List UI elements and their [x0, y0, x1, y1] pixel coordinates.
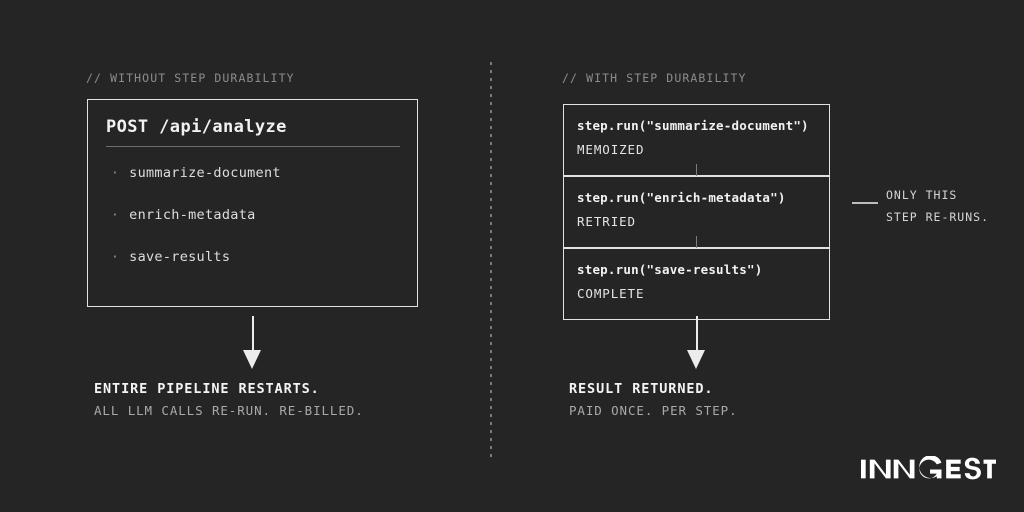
bullet-icon: · — [111, 250, 120, 265]
vertical-dotted-divider — [490, 62, 492, 462]
list-item-label: summarize-document — [129, 165, 281, 181]
step-connector — [696, 164, 698, 176]
step-status-label: MEMOIZED — [577, 142, 645, 157]
bullet-icon: · — [111, 208, 120, 223]
outcome-headline-left: ENTIRE PIPELINE RESTARTS. — [94, 381, 320, 397]
down-arrow-icon — [685, 316, 709, 370]
step-card: step.run("enrich-metadata") RETRIED — [563, 176, 830, 248]
inngest-logo — [861, 456, 996, 480]
section-header-without-durability: // WITHOUT STEP DURABILITY — [86, 71, 295, 85]
monolith-request-card — [87, 99, 418, 307]
step-call-label: step.run("summarize-document") — [577, 118, 809, 133]
step-status-label: COMPLETE — [577, 286, 645, 301]
list-item: · save-results — [111, 249, 230, 265]
callout-text-line: ONLY THIS — [886, 188, 958, 202]
monolith-endpoint-title: POST /api/analyze — [106, 117, 287, 137]
step-card: step.run("save-results") COMPLETE — [563, 248, 830, 320]
list-item: · enrich-metadata — [111, 207, 256, 223]
bullet-icon: · — [111, 166, 120, 181]
list-item-label: enrich-metadata — [129, 207, 256, 223]
outcome-subtext-right: PAID ONCE. PER STEP. — [569, 403, 738, 418]
down-arrow-icon — [241, 316, 265, 370]
step-call-label: step.run("save-results") — [577, 262, 763, 277]
step-call-label: step.run("enrich-metadata") — [577, 190, 786, 205]
outcome-subtext-left: ALL LLM CALLS RE-RUN. RE-BILLED. — [94, 403, 364, 418]
callout-leader-line — [852, 202, 878, 204]
monolith-title-divider — [106, 146, 400, 147]
outcome-headline-right: RESULT RETURNED. — [569, 381, 714, 397]
callout-text-line: STEP RE-RUNS. — [886, 210, 990, 224]
list-item-label: save-results — [129, 249, 231, 265]
section-header-with-durability: // WITH STEP DURABILITY — [562, 71, 747, 85]
list-item: · summarize-document — [111, 165, 281, 181]
step-status-label: RETRIED — [577, 214, 636, 229]
step-connector — [696, 236, 698, 248]
